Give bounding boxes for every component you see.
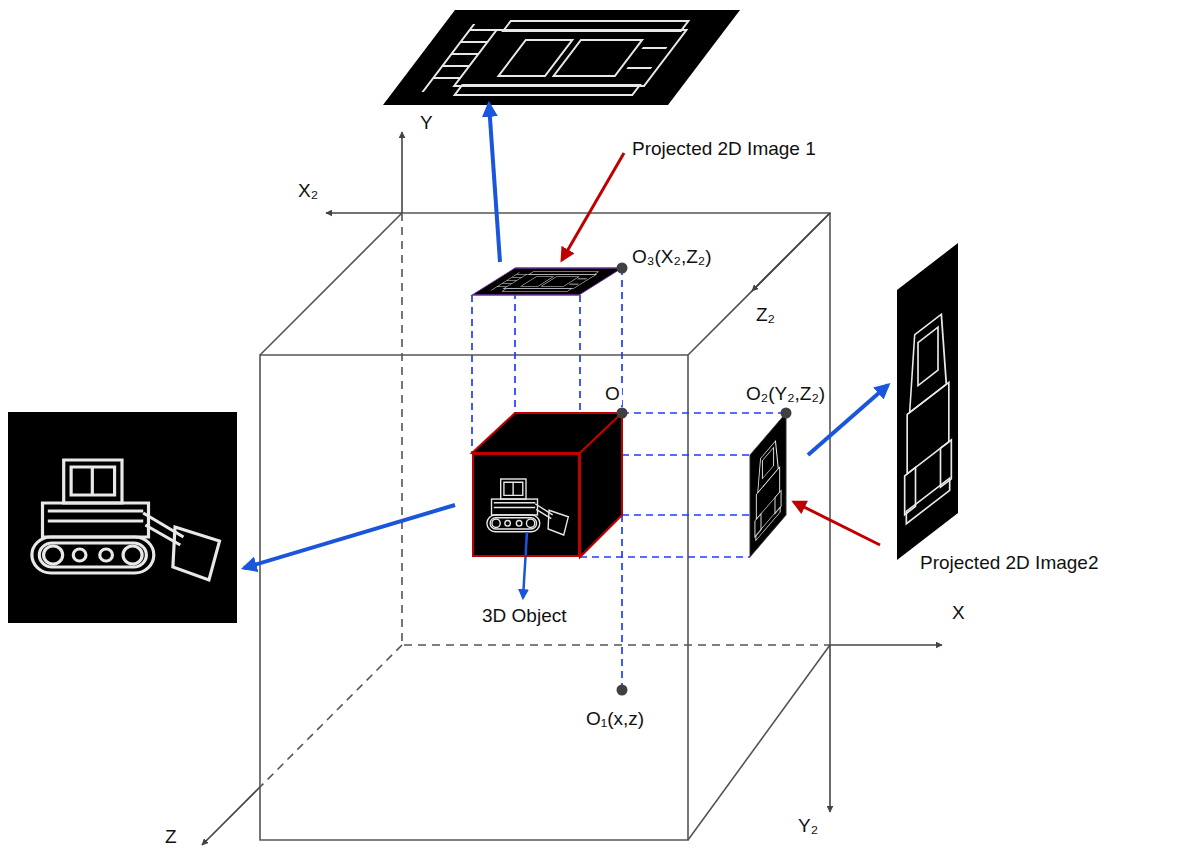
projected-image-small-side [750, 413, 786, 557]
diagram-label: Z [163, 826, 179, 848]
points [617, 263, 792, 696]
projection-line [622, 412, 786, 414]
diagram-label: X₂ [296, 180, 320, 202]
callout-arrows [562, 153, 880, 545]
diagram-label: Projected 2D Image2 [918, 552, 1101, 574]
loader-figure [755, 434, 781, 541]
diagram-label: Projected 2D Image 1 [630, 138, 818, 160]
object-right-face [580, 413, 622, 557]
reference-cube [260, 213, 830, 840]
y-axis [401, 132, 403, 213]
loader-figure [32, 460, 220, 580]
diagram-label: O₂(Y₂,Z₂) [744, 383, 827, 405]
image-ground [897, 243, 958, 560]
enlarge-arrow [489, 104, 500, 262]
enlarge-arrows [244, 104, 888, 598]
point-o1 [617, 685, 628, 696]
diagram-label: Z₂ [754, 304, 777, 326]
axes [202, 132, 942, 845]
projection-line [621, 515, 623, 690]
callout-arrow [562, 153, 624, 260]
image-ground [750, 413, 786, 557]
cube-back-edges [402, 213, 830, 645]
object-label: 3D Object [480, 605, 568, 627]
cube-hidden-edges [260, 213, 830, 787]
cube-side-edges [260, 213, 830, 840]
point-o3 [617, 263, 628, 274]
projected-image-small-top [472, 268, 622, 295]
z-axis [202, 787, 260, 845]
image-ground [383, 10, 740, 105]
loader-figure [487, 479, 568, 535]
projection-line [580, 556, 750, 558]
loader-figure [420, 21, 693, 95]
diagram-label: Y₂ [796, 815, 820, 837]
diagram-label: X [950, 602, 967, 624]
x2-axis [326, 212, 402, 214]
projection-line [471, 295, 473, 453]
loader-figure [490, 272, 601, 291]
image-ground [472, 268, 622, 295]
projected-image-large-side [897, 243, 958, 560]
object-box: 3D Object [472, 453, 580, 557]
object-cube [472, 413, 622, 557]
z2-axis [752, 213, 830, 291]
x-axis [830, 644, 942, 646]
callout-arrow [794, 502, 880, 545]
enlarge-arrow [244, 505, 455, 568]
diagram-label: Y [418, 112, 435, 134]
image-ground [8, 412, 237, 623]
point-o2 [781, 408, 792, 419]
projected-image-large-top [383, 10, 740, 105]
projection-lines [472, 268, 786, 690]
y2-axis [829, 645, 831, 812]
object-image-large [8, 412, 237, 623]
projection-line [622, 454, 750, 456]
callout-arrow [523, 532, 527, 598]
loader-figure [905, 307, 952, 525]
diagram-label: O [603, 383, 622, 405]
diagram-label: O₃(X₂,Z₂) [630, 246, 713, 268]
cube-front-face [260, 355, 688, 840]
point-o [617, 408, 628, 419]
diagram-label: O₁(x,z) [584, 708, 646, 730]
